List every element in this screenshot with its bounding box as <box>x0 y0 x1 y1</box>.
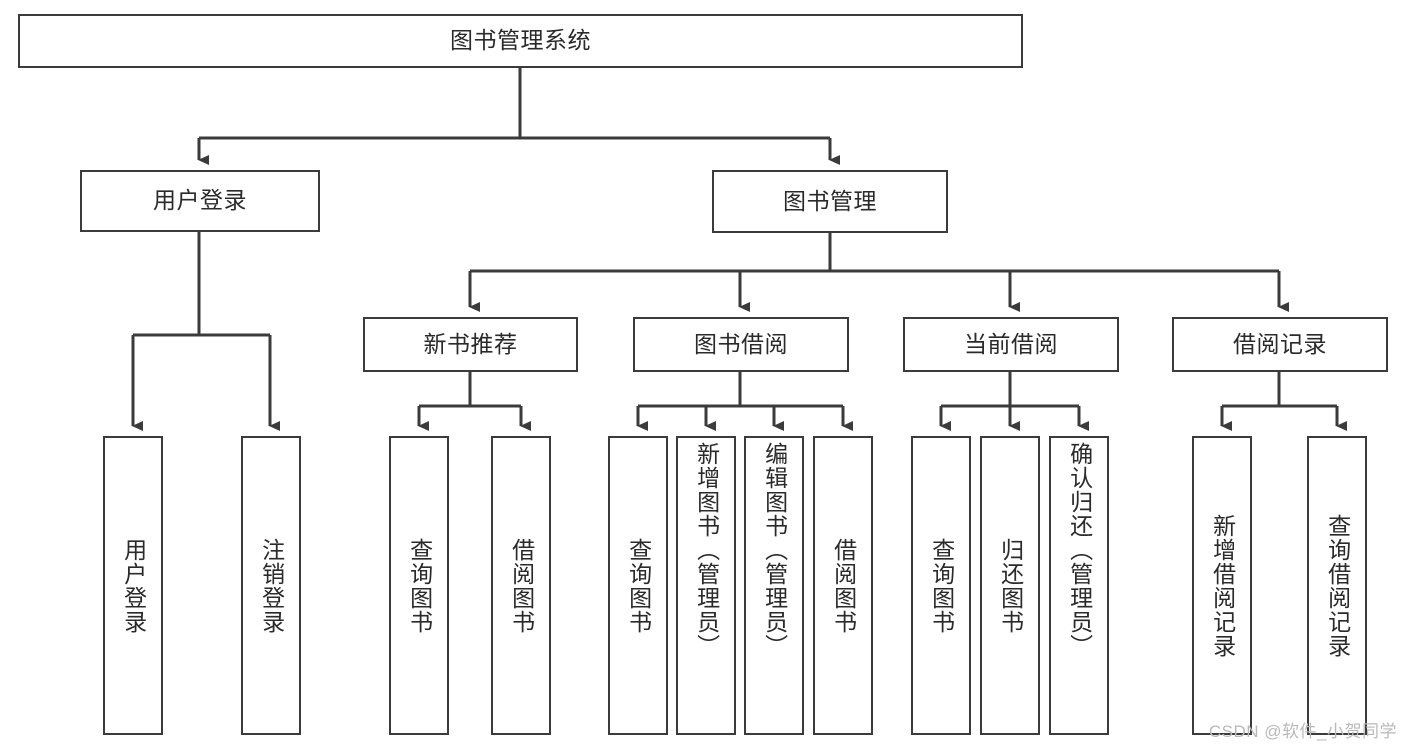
csdn-watermark: CSDN @软件_小贺同学 <box>1208 722 1397 741</box>
node-label: 图书借阅 <box>694 330 788 357</box>
node-label: 查询图书 <box>928 537 955 634</box>
node-label: 借阅记录 <box>1233 330 1327 357</box>
node-label: 确认归还（管理员） <box>1066 442 1093 658</box>
node-leaf-return-book[interactable]: 归还图书 <box>980 436 1040 735</box>
node-leaf-confirm-return[interactable]: 确认归还（管理员） <box>1049 436 1109 735</box>
node-label: 用户登录 <box>120 537 147 634</box>
node-label: 当前借阅 <box>964 330 1058 357</box>
node-label: 查询图书 <box>406 537 433 634</box>
node-label: 查询图书 <box>625 537 652 634</box>
node-book-management-system[interactable]: 图书管理系统 <box>18 14 1023 68</box>
node-leaf-query-record[interactable]: 查询借阅记录 <box>1307 436 1367 735</box>
node-leaf-query-book-2[interactable]: 查询图书 <box>608 436 668 735</box>
node-label: 查询借阅记录 <box>1324 513 1351 658</box>
node-book-manage[interactable]: 图书管理 <box>712 170 948 233</box>
node-user-login[interactable]: 用户登录 <box>80 170 320 232</box>
node-leaf-edit-book[interactable]: 编辑图书（管理员） <box>744 436 804 735</box>
node-label: 借阅图书 <box>830 537 857 634</box>
node-leaf-borrow-book-1[interactable]: 借阅图书 <box>491 436 551 735</box>
node-leaf-borrow-book-2[interactable]: 借阅图书 <box>813 436 873 735</box>
node-label: 归还图书 <box>997 537 1024 634</box>
node-label: 图书管理系统 <box>450 27 591 54</box>
node-label: 注销登录 <box>258 537 285 634</box>
node-new-book-recommend[interactable]: 新书推荐 <box>363 317 578 372</box>
node-leaf-logout[interactable]: 注销登录 <box>241 436 301 735</box>
node-label: 用户登录 <box>153 187 247 214</box>
node-label: 编辑图书（管理员） <box>761 442 788 658</box>
node-leaf-add-book[interactable]: 新增图书（管理员） <box>676 436 736 735</box>
node-label: 借阅图书 <box>508 537 535 634</box>
node-book-borrow[interactable]: 图书借阅 <box>633 317 849 372</box>
node-leaf-query-book-3[interactable]: 查询图书 <box>911 436 971 735</box>
node-label: 新书推荐 <box>423 330 518 357</box>
node-label: 图书管理 <box>783 187 877 214</box>
node-leaf-user-login[interactable]: 用户登录 <box>103 436 163 735</box>
node-borrow-record[interactable]: 借阅记录 <box>1172 317 1388 372</box>
node-label: 新增图书（管理员） <box>693 442 720 658</box>
node-leaf-query-book-1[interactable]: 查询图书 <box>389 436 449 735</box>
node-current-borrow[interactable]: 当前借阅 <box>903 317 1119 372</box>
node-label: 新增借阅记录 <box>1209 513 1236 658</box>
node-leaf-add-record[interactable]: 新增借阅记录 <box>1192 436 1252 735</box>
